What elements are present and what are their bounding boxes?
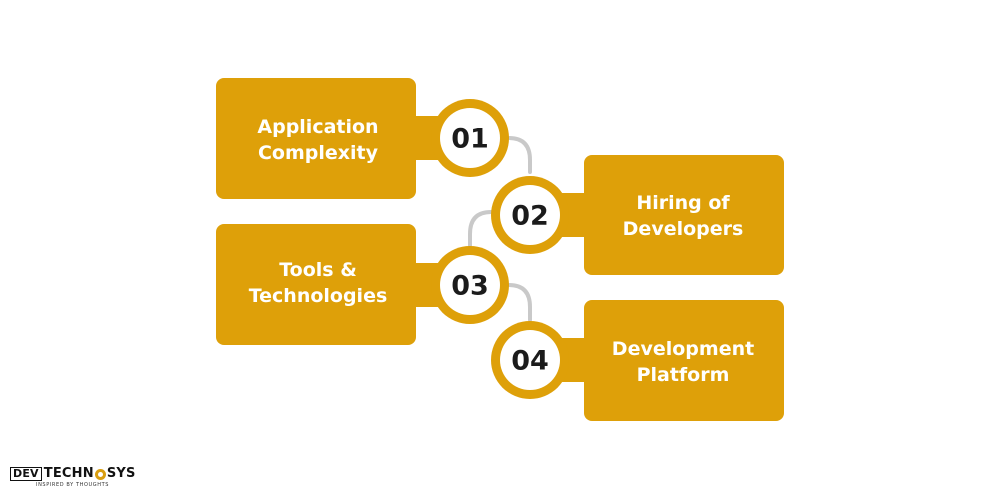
step-04-label-line1: Development <box>612 338 754 360</box>
brand-logo: DEV TECHN SYS INSPIRED BY THOUGHTS <box>10 467 135 495</box>
step-01: 01 Application Complexity <box>216 78 509 199</box>
step-03-box <box>216 224 416 345</box>
connector-01-02 <box>507 136 532 174</box>
logo-wordmark: DEV TECHN SYS <box>10 467 135 481</box>
step-01-number: 01 <box>451 124 489 155</box>
step-03-number: 03 <box>451 271 489 302</box>
step-01-label-line1: Application <box>257 116 378 138</box>
step-03: 03 Tools & Technologies <box>216 224 509 345</box>
logo-prefix: DEV <box>10 467 42 481</box>
connector-02-03 <box>468 210 493 248</box>
step-01-circle <box>440 108 500 168</box>
step-02-box <box>584 155 784 275</box>
logo-name: TECHN SYS <box>44 467 136 481</box>
step-03-label-line2: Technologies <box>249 285 388 307</box>
step-04-circle <box>500 330 560 390</box>
step-04: 04 Development Platform <box>491 300 784 421</box>
step-04-box <box>584 300 784 421</box>
step-01-label-line2: Complexity <box>258 142 379 164</box>
step-02-circle <box>500 185 560 245</box>
step-02-label-line1: Hiring of <box>636 192 730 214</box>
step-02-label-line2: Developers <box>623 218 744 240</box>
logo-part2: SYS <box>106 466 136 481</box>
step-01-box <box>216 78 416 199</box>
step-04-label-line2: Platform <box>637 364 730 386</box>
step-03-label-line1: Tools & <box>279 259 357 281</box>
connector-03-04 <box>507 283 532 322</box>
gear-icon <box>94 468 106 480</box>
logo-tagline: INSPIRED BY THOUGHTS <box>36 482 110 488</box>
step-04-number: 04 <box>511 346 549 377</box>
step-03-circle <box>440 255 500 315</box>
step-02-number: 02 <box>511 201 549 232</box>
logo-part1: TECHN <box>43 466 94 481</box>
step-02: 02 Hiring of Developers <box>491 155 784 275</box>
